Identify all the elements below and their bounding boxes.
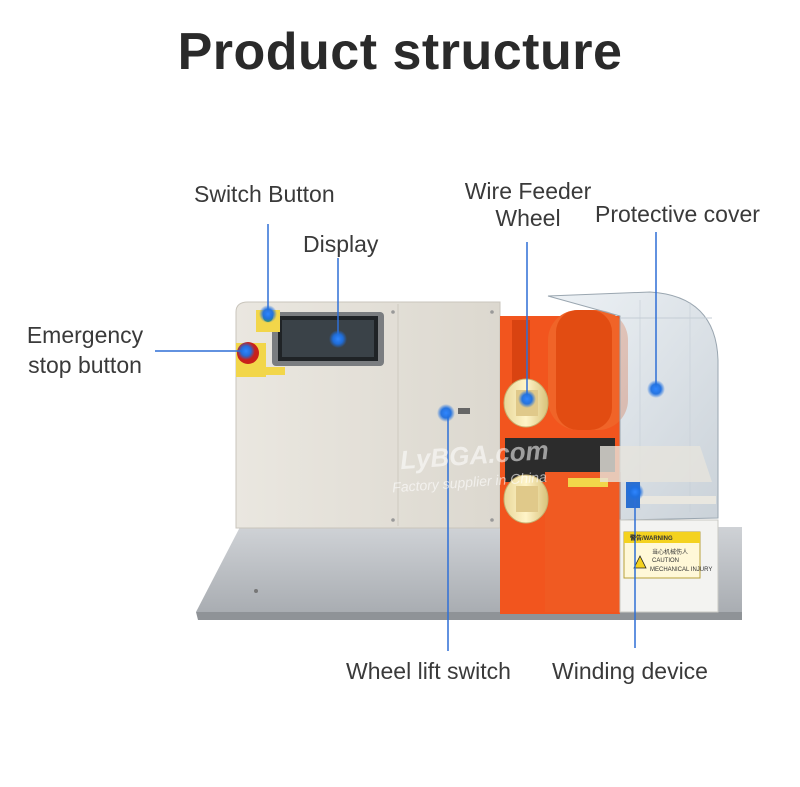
warning-sticker-line2: CAUTION — [652, 558, 679, 564]
dot-protective-cover — [647, 380, 665, 398]
wire-feeder-assembly — [500, 310, 628, 614]
protective-cover-hardware — [547, 291, 719, 521]
warning-sticker-header: 警告/WARNING — [630, 536, 673, 542]
page-title: Product structure — [177, 23, 623, 81]
warning-sticker-line3: MECHANICAL INJURY — [650, 567, 713, 573]
dot-winding-device — [626, 483, 644, 501]
dot-emergency-stop — [237, 342, 255, 360]
leader-lines — [155, 224, 657, 651]
label-display: Display — [303, 231, 379, 257]
label-emergency-stop: Emergency stop button — [26, 322, 144, 378]
label-wire-feeder-wheel: Wire Feeder Wheel — [464, 178, 592, 231]
label-protective-cover: Protective cover — [595, 201, 760, 227]
dot-display — [329, 330, 347, 348]
label-winding-device: Winding device — [552, 658, 708, 684]
callout-dots — [237, 305, 665, 501]
label-wheel-lift-switch: Wheel lift switch — [346, 658, 511, 684]
dot-wire-feeder — [518, 390, 536, 408]
touch-display — [272, 312, 384, 366]
dot-wheel-lift-switch — [437, 404, 455, 422]
dot-switch-button — [259, 305, 277, 323]
warning-sticker-line1: 当心机械伤人 — [652, 550, 689, 556]
label-switch-button: Switch Button — [194, 181, 335, 207]
warning-sticker — [623, 531, 701, 579]
